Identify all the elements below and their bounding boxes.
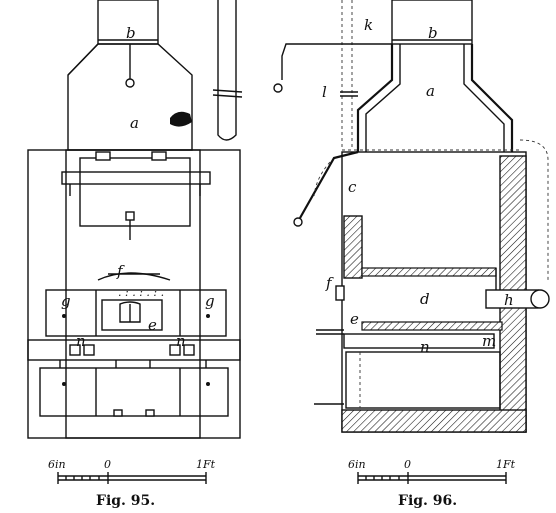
fig95-drawing: . : . : . : . b a f g g e n n	[27, 0, 243, 509]
fig96-crank	[281, 43, 392, 80]
fig96-hood	[356, 44, 394, 152]
fig95-scale-right: 1Ft	[196, 458, 216, 471]
fig95-upper-door	[79, 157, 191, 227]
fig95-scale-middle: 0	[104, 458, 111, 471]
fig96-ash-box	[345, 351, 501, 409]
fig96-bottom-wall	[341, 409, 527, 433]
fig95-scale-bar: 6in 0 1Ft	[48, 458, 216, 484]
fig95-door-vent	[119, 301, 141, 323]
svg-text:. : . : . : .: . : . : . : .	[118, 286, 164, 299]
fig96-label-l: l	[322, 83, 327, 101]
fig96-left-brick	[343, 215, 363, 279]
fig95-label-n-left: n	[76, 332, 86, 350]
fig96-scale-bar: 6in 0 1Ft	[348, 458, 516, 484]
fig95-side-pipe	[217, 0, 237, 141]
fig96-label-h: h	[504, 291, 514, 309]
fig95-fire-door-frame	[45, 289, 227, 337]
fig96-label-k: k	[364, 16, 373, 34]
fig95-label-b: b	[126, 24, 136, 42]
fig96-flue	[391, 0, 473, 45]
fig96-drawing: k b l a c f d h e n m 6in 0 1Ft Fig. 96.	[273, 0, 550, 509]
fig95-grate-band	[27, 339, 241, 361]
fig96-label-c: c	[348, 178, 357, 196]
fig96-label-m: m	[482, 332, 496, 350]
fig96-label-e: e	[350, 310, 359, 328]
fig95-damper-knob	[125, 78, 135, 88]
fig96-label-b: b	[428, 24, 438, 42]
fig96-scale-middle: 0	[404, 458, 411, 471]
fig96-label-d: d	[420, 290, 430, 308]
fig95-label-e: e	[148, 316, 157, 334]
fig95-scale-left: 6in	[48, 458, 66, 471]
fig95-label-n-right: n	[176, 332, 186, 350]
fig95-caption: Fig. 95.	[96, 493, 155, 509]
fig95-label-g-left: g	[61, 292, 71, 310]
fig95-label-f: f	[116, 262, 125, 280]
fig96-grate	[343, 333, 495, 349]
fig95-label-a: a	[130, 114, 139, 132]
fig96-caption: Fig. 96.	[398, 493, 457, 509]
fig96-label-a: a	[426, 82, 435, 100]
fig96-scale-right: 1Ft	[496, 458, 516, 471]
fig96-oven-top	[361, 267, 497, 277]
fig95-label-g-right: g	[205, 292, 215, 310]
fig96-door-lever	[299, 150, 359, 219]
fig96-oven-bottom	[361, 321, 503, 331]
fig95-hood-patch	[170, 111, 192, 127]
fig95-fire-door	[101, 299, 163, 331]
fig95-ash-box	[39, 367, 229, 417]
fig96-label-f: f	[325, 274, 334, 292]
fig96-scale-left: 6in	[348, 458, 366, 471]
fig96-label-n: n	[420, 338, 430, 356]
